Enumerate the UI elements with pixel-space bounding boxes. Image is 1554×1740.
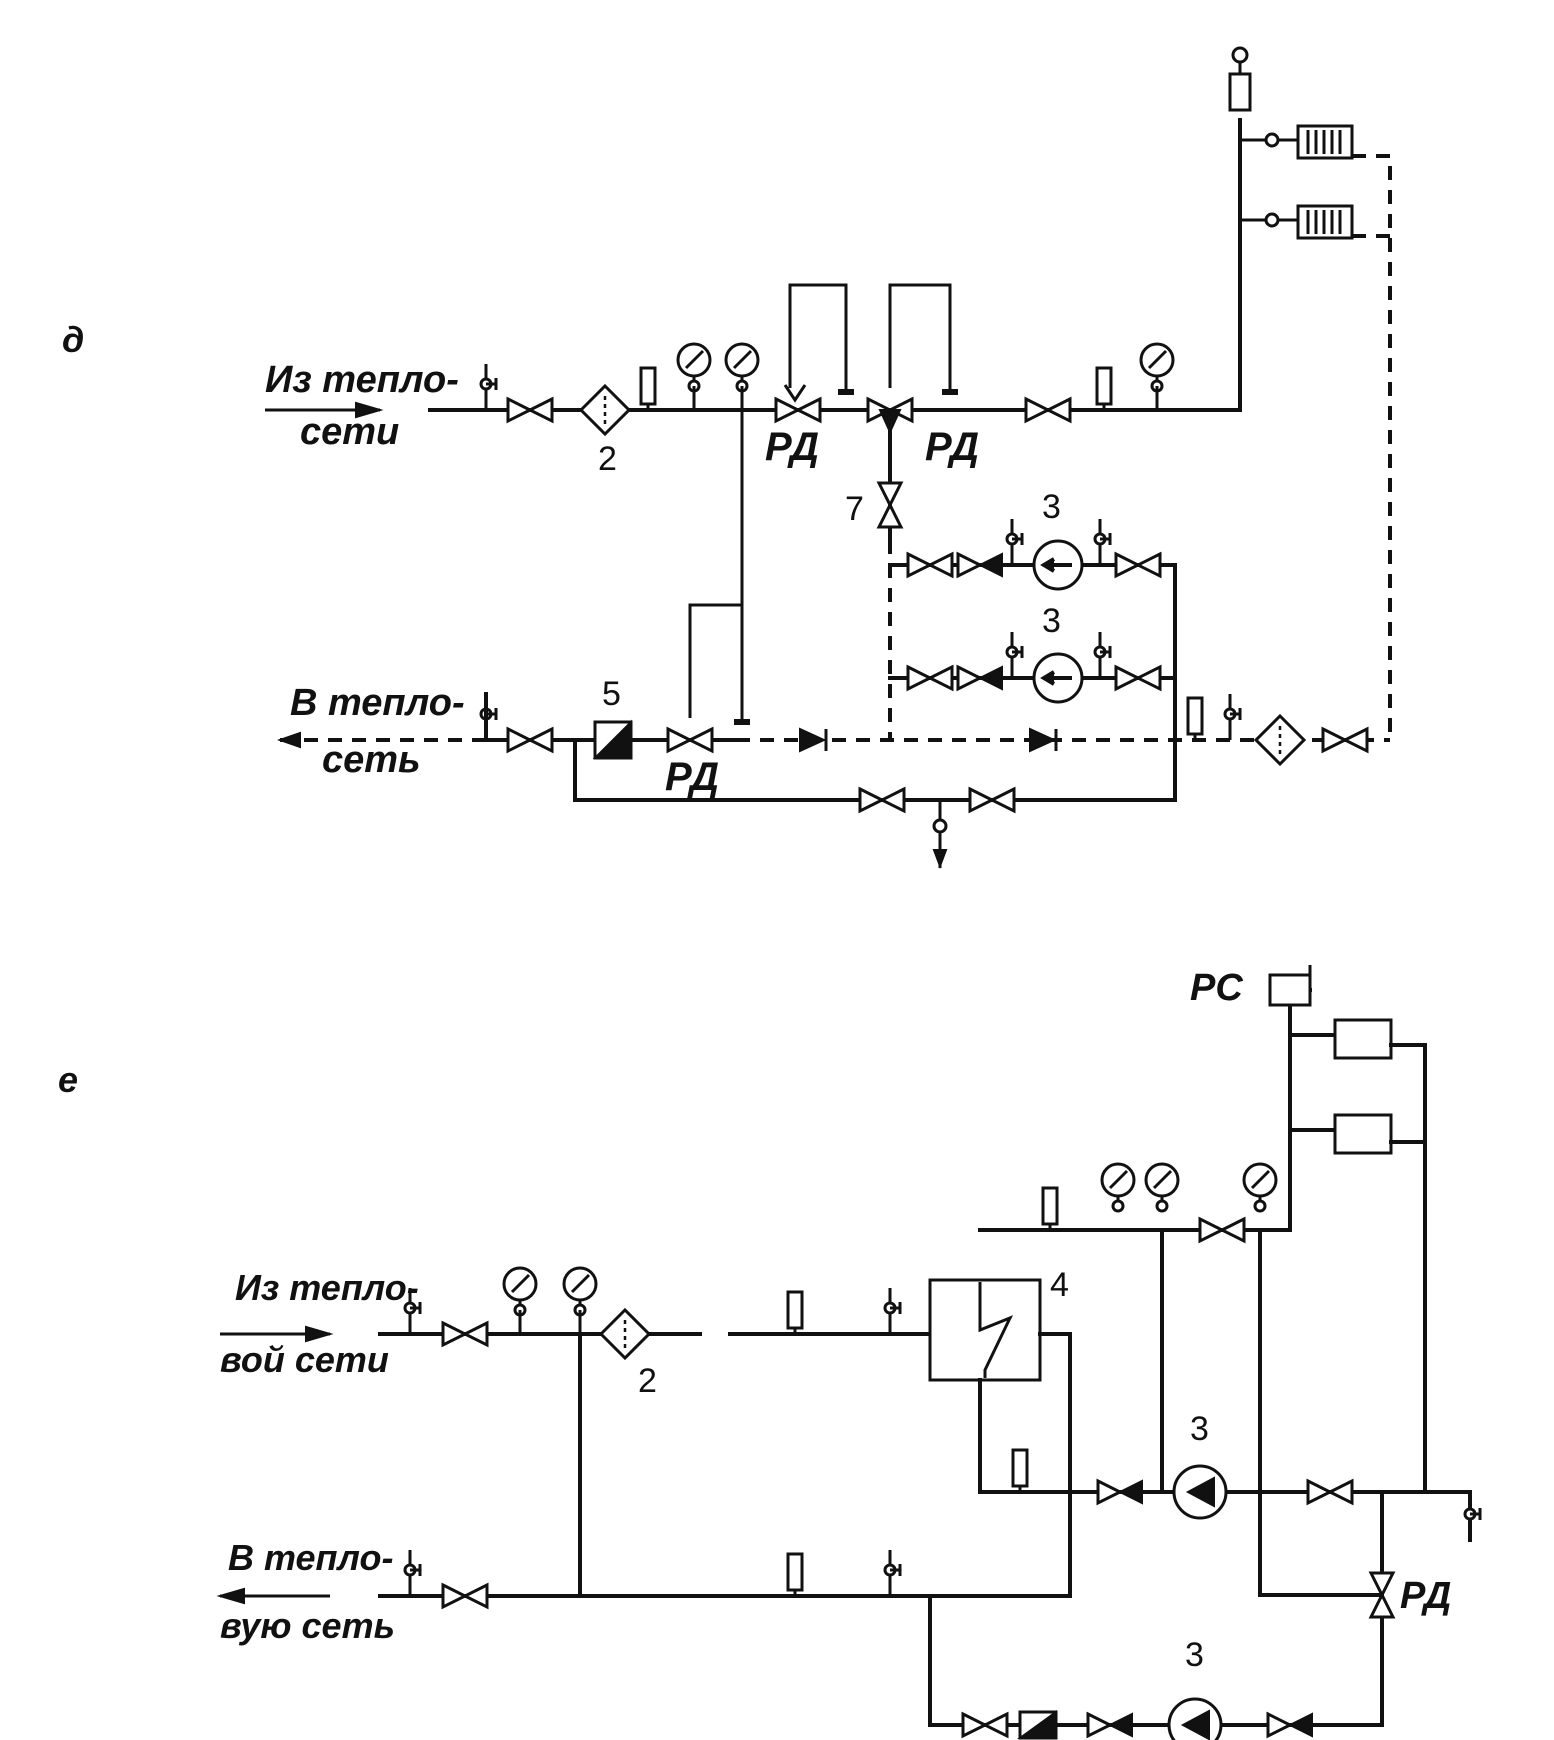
supply-pipe-d xyxy=(428,118,1242,412)
heater-icon-e-2 xyxy=(1333,1113,1393,1155)
pressure-gauge-icon xyxy=(1139,342,1175,394)
rd-label-d-3: РД xyxy=(665,755,719,799)
heating-return-e xyxy=(978,1038,1292,1232)
panel-e-label: е xyxy=(58,1059,78,1100)
pressure-regulator-icon xyxy=(774,397,822,423)
supply-label-d-1: Из тепло- xyxy=(265,359,459,401)
pressure-gauge-icon xyxy=(1144,1162,1180,1214)
pressure-gauge-icon xyxy=(502,1266,538,1318)
filter-icon-d-2 xyxy=(1254,714,1306,766)
thermometer-icon xyxy=(786,1552,804,1598)
rd-label-e: РД xyxy=(1400,1575,1451,1617)
rs-label-e: РС xyxy=(1190,967,1243,1009)
pressure-regulator-icon xyxy=(666,727,714,753)
panel-d-label: д xyxy=(62,319,84,360)
label-3b-d: 3 xyxy=(1042,602,1061,640)
pressure-gauge-icon xyxy=(1100,1162,1136,1214)
label-5-d: 5 xyxy=(602,675,621,713)
pressure-gauge-icon xyxy=(1242,1162,1278,1214)
label-3b-e: 3 xyxy=(1185,1636,1204,1674)
pressure-gauge-icon xyxy=(724,342,760,394)
return-label-d-1: В тепло- xyxy=(290,682,465,724)
bottom-pump-branch-e xyxy=(928,1594,1352,1727)
return-label-d-2: сеть xyxy=(322,739,421,781)
rd-label-d-2: РД xyxy=(925,425,979,469)
pump-icon-d-2 xyxy=(1032,652,1084,704)
panel-e: е Из тепло- вой сети 2 4 3 xyxy=(58,965,1482,1740)
heat-exchanger-icon xyxy=(928,1278,1042,1382)
return-label-e-2: вую сеть xyxy=(220,1605,395,1646)
rd-label-d-1: РД xyxy=(765,425,819,469)
label-4-e: 4 xyxy=(1050,1266,1069,1304)
label-2-d: 2 xyxy=(598,440,617,478)
radiator-return-pipe-d xyxy=(1352,154,1392,740)
label-3a-e: 3 xyxy=(1190,1410,1209,1448)
pressure-gauge-icon xyxy=(676,342,712,394)
pressure-gauge-icon xyxy=(562,1266,598,1318)
expansion-tank-icon-e xyxy=(1268,973,1312,1007)
pump-icon-e-2 xyxy=(1167,1697,1223,1740)
thermometer-icon xyxy=(639,366,657,412)
filter-icon-d xyxy=(579,384,631,436)
pump-icon-d-1 xyxy=(1032,539,1084,591)
panel-d: д Из тепло- сети 2 РД РД xyxy=(62,46,1392,869)
filter-icon-e xyxy=(599,1308,651,1360)
heater-icon-e-1 xyxy=(1333,1018,1393,1060)
thermometer-icon xyxy=(1041,1186,1059,1232)
thermometer-icon xyxy=(1095,366,1113,412)
label-2-e: 2 xyxy=(638,1362,657,1400)
supply-label-e-2: вой сети xyxy=(220,1339,389,1380)
label-3a-d: 3 xyxy=(1042,488,1061,526)
thermometer-icon xyxy=(1186,696,1204,742)
return-label-e-1: В тепло- xyxy=(228,1537,393,1578)
expansion-tank-icon xyxy=(1228,72,1252,112)
label-7-d: 7 xyxy=(845,490,864,528)
supply-label-e-1: Из тепло- xyxy=(235,1267,419,1308)
thermometer-icon xyxy=(1011,1448,1029,1494)
supply-label-d-2: сети xyxy=(300,411,399,453)
thermometer-icon xyxy=(786,1290,804,1336)
pump-icon-e-1 xyxy=(1172,1464,1228,1520)
